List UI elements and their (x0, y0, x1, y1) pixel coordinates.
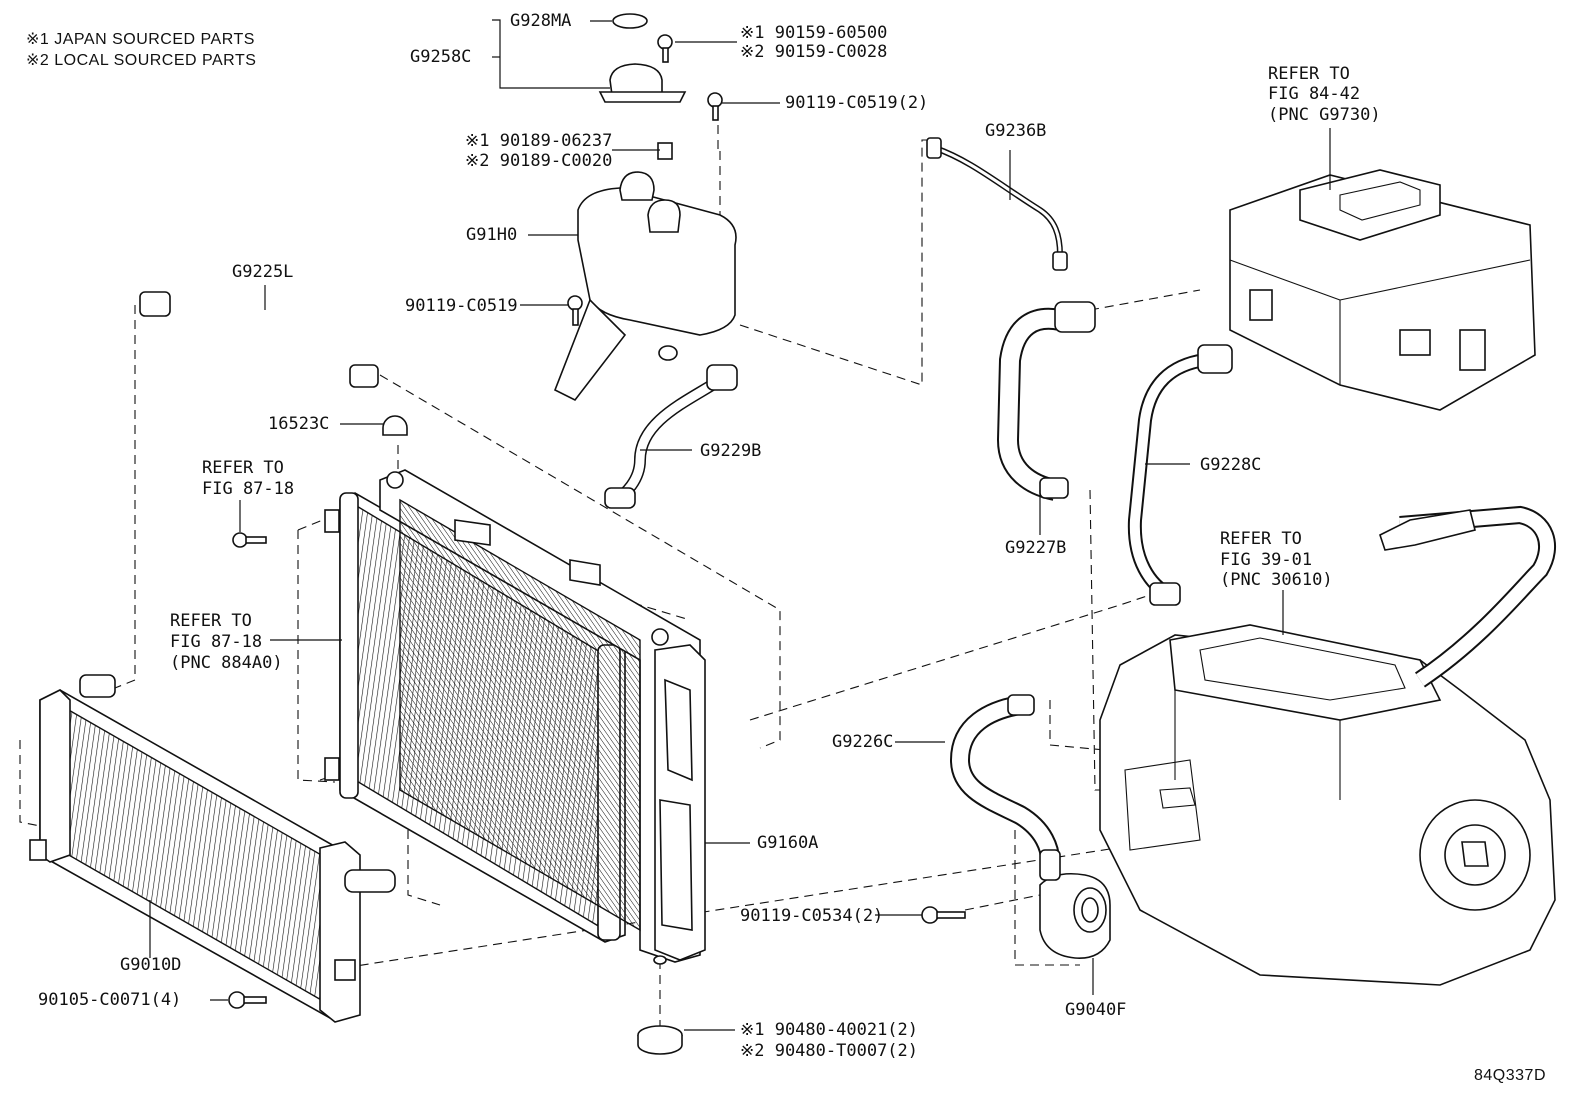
callout-g9258c: G9258C (410, 47, 472, 67)
cushion (637, 955, 683, 1055)
inverter-assembly (1229, 169, 1536, 411)
callout-16523c: 16523C (268, 414, 330, 434)
callout-bolt-90119-c0519-2: 90119-C0519(2) (785, 93, 929, 113)
refer-fig-39-01-line1: REFER TO (1220, 529, 1302, 549)
callout-bolt-90159-local: ※2 90159-C0028 (740, 42, 888, 62)
callout-bolt-90119-c0534: 90119-C0534(2) (740, 906, 884, 926)
callout-g9226c: G9226C (832, 732, 894, 752)
callout-cushion-local: ※2 90480-T0007(2) (740, 1041, 919, 1061)
refer-fig-87-18-condenser-line3: (PNC 884A0) (170, 653, 283, 673)
callout-g9236b: G9236B (985, 121, 1047, 141)
callout-g928ma: G928MA (510, 11, 572, 31)
callout-g9225l: G9225L (232, 262, 294, 282)
callout-cushion-japan: ※1 90480-40021(2) (740, 1020, 919, 1040)
callout-g9228c: G9228C (1200, 455, 1262, 475)
refer-fig-87-18-bolt-line1: REFER TO (202, 458, 284, 478)
refer-fig-87-18-condenser-line2: FIG 87-18 (170, 632, 263, 652)
refer-fig-87-18-condenser-line1: REFER TO (170, 611, 252, 631)
radiator-g9010d (29, 674, 396, 1023)
refer-fig-84-42-line2: FIG 84-42 (1268, 84, 1361, 104)
callout-g9010d: G9010D (120, 955, 182, 975)
callout-g91h0: G91H0 (466, 225, 518, 245)
hoses (139, 137, 1233, 861)
transaxle-assembly (1099, 505, 1557, 986)
water-pump-g9040f (1039, 849, 1111, 959)
figure-id: 84Q337D (1474, 1067, 1546, 1084)
reservoir-g91h0 (553, 13, 737, 402)
note-japan-sourced: ※1 JAPAN SOURCED PARTS (26, 31, 255, 48)
refer-fig-84-42-line1: REFER TO (1268, 64, 1350, 84)
callout-clip-90189-local: ※2 90189-C0020 (465, 151, 613, 171)
callout-g9040f: G9040F (1065, 1000, 1127, 1020)
callout-bolt-90105-c0071: 90105-C0071(4) (38, 990, 182, 1010)
callout-g9227b: G9227B (1005, 538, 1067, 558)
refer-fig-39-01-line2: FIG 39-01 (1220, 550, 1313, 570)
refer-fig-39-01-line3: (PNC 30610) (1220, 570, 1333, 590)
refer-fig-84-42-line3: (PNC G9730) (1268, 105, 1381, 125)
leader-lines (149, 19, 1331, 1031)
bolts (228, 34, 966, 1009)
callout-bolt-90159-japan: ※1 90159-60500 (740, 23, 888, 43)
refer-fig-87-18-bolt-line2: FIG 87-18 (202, 479, 295, 499)
callout-clip-90189-japan: ※1 90189-06237 (465, 131, 613, 151)
side-seal-g9160a (654, 644, 706, 961)
callout-g9160a: G9160A (757, 833, 819, 853)
note-local-sourced: ※2 LOCAL SOURCED PARTS (26, 52, 257, 69)
callout-g9229b: G9229B (700, 441, 762, 461)
callout-bolt-90119-c0519: 90119-C0519 (405, 296, 518, 316)
radiator-cap-16523c (382, 415, 408, 436)
